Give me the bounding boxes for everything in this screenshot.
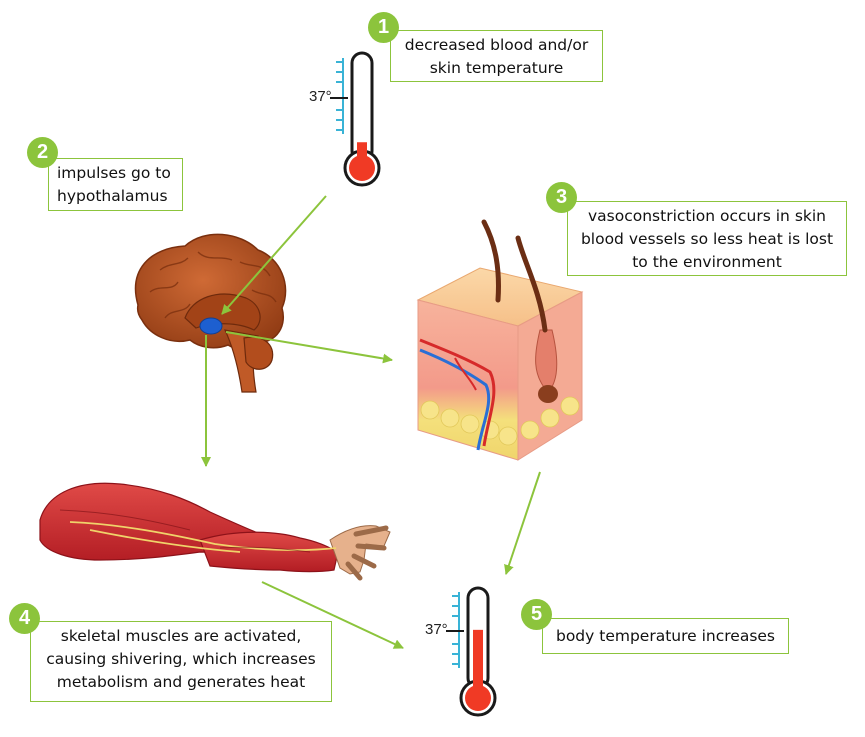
step-3-text: vasoconstriction occurs in skin blood ve… (580, 207, 834, 271)
step-5-box: body temperature increases (542, 618, 789, 654)
step-3-number: 3 (555, 186, 568, 208)
step-1-text: decreased blood and/or skin temperature (404, 36, 589, 77)
arrow-skin-to-thermo (504, 471, 541, 575)
step-1-badge: 1 (368, 12, 399, 43)
step-2-number: 2 (36, 141, 49, 163)
step-3-box: vasoconstriction occurs in skin blood ve… (567, 201, 847, 276)
thermometer-top (330, 51, 381, 187)
step-1-number: 1 (377, 16, 390, 38)
thermometer-bottom-label: 37° (425, 621, 448, 638)
step-5-text: body temperature increases (555, 627, 776, 645)
arm-muscles-illustration (39, 482, 391, 581)
arrow-muscles-to-thermo (261, 581, 404, 649)
thermometer-bottom (446, 586, 497, 717)
step-5-number: 5 (530, 603, 543, 625)
flow-arrows (201, 195, 541, 649)
step-4-number: 4 (18, 607, 31, 629)
step-5-badge: 5 (521, 599, 552, 630)
step-4-text: skeletal muscles are activated, causing … (46, 627, 316, 691)
step-4-badge: 4 (9, 603, 40, 634)
thermometer-top-label: 37° (309, 88, 332, 105)
step-2-text: impulses go to hypothalamus (57, 164, 171, 205)
step-2-badge: 2 (27, 137, 58, 168)
hypothalamus-highlight (199, 317, 223, 335)
arrow-thermo-to-brain (221, 195, 327, 315)
step-1-box: decreased blood and/or skin temperature (390, 30, 603, 82)
step-3-badge: 3 (546, 182, 577, 213)
arrow-brain-to-skin (225, 331, 393, 364)
skin-cross-section (416, 219, 584, 461)
step-4-box: skeletal muscles are activated, causing … (30, 621, 332, 702)
brain-illustration (134, 233, 287, 393)
step-2-box: impulses go to hypothalamus (48, 158, 183, 211)
